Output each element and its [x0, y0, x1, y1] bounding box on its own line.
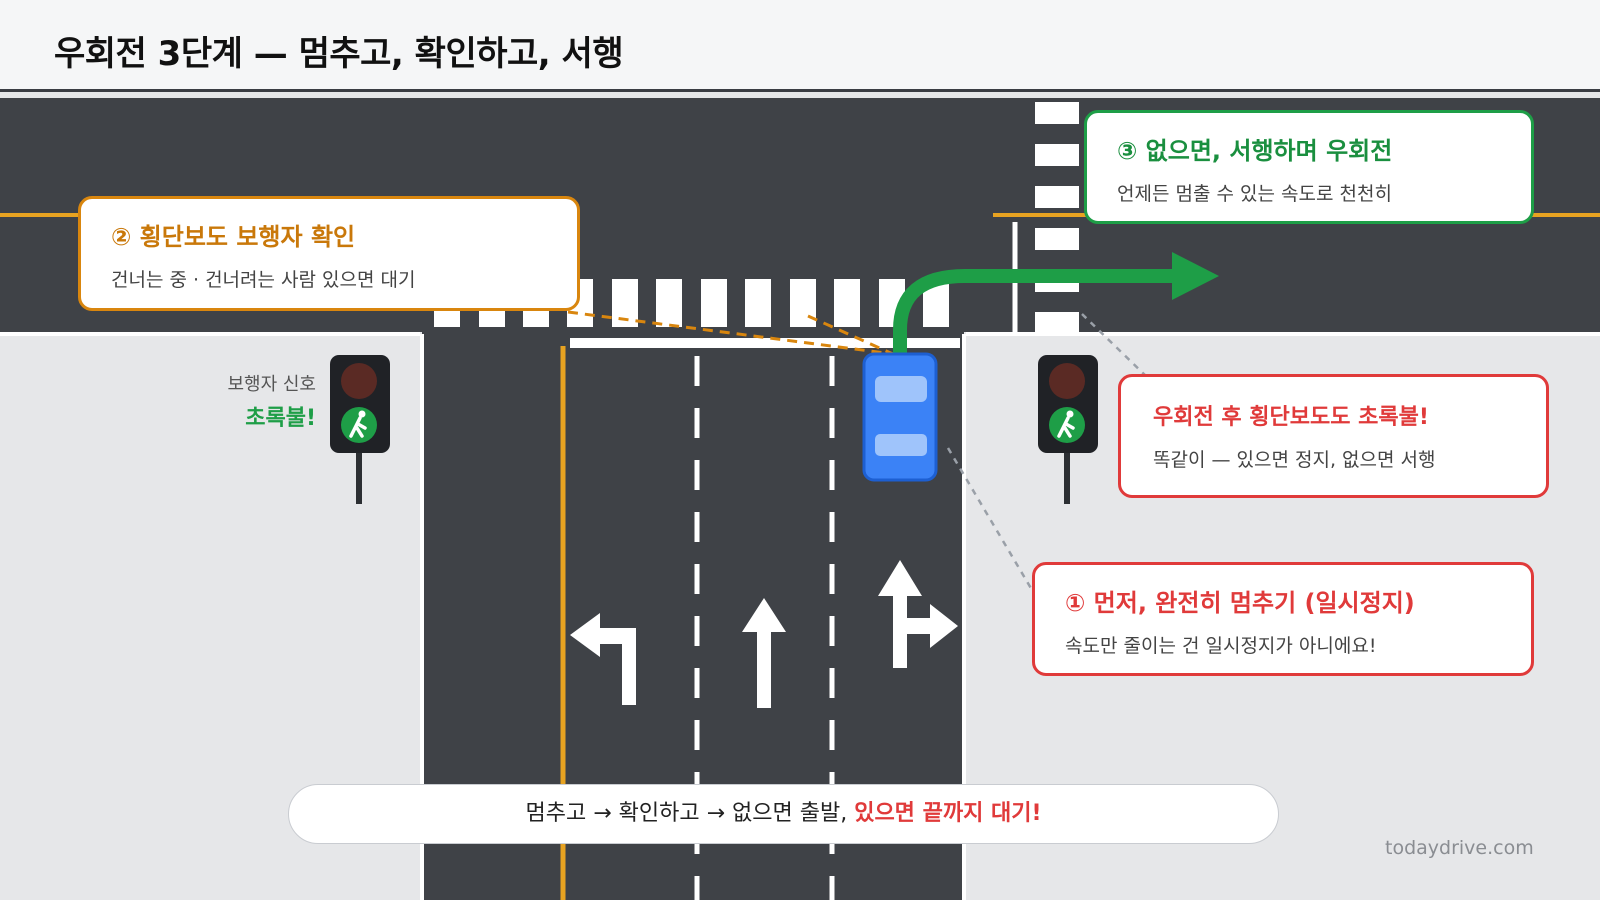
straight-right-arrow-icon [878, 560, 958, 668]
callout-step1: ① 먼저, 완전히 멈추기 (일시정지) 속도만 줄이는 건 일시정지가 아니에… [1032, 562, 1534, 676]
car-icon [862, 352, 938, 482]
pedestrian-signal-state: 초록불! [245, 406, 316, 431]
header-bar: 우회전 3단계 — 멈추고, 확인하고, 서행 [0, 0, 1600, 92]
pedestrian-signal-label: 보행자 신호 초록불! [227, 370, 316, 432]
leader-line-after [1081, 313, 1149, 379]
callout-step3-title: ③ 없으면, 서행하며 우회전 [1117, 137, 1393, 165]
crosswalk-east [1035, 102, 1079, 332]
callout-step3: ③ 없으면, 서행하며 우회전 언제든 멈출 수 있는 속도로 천천히 [1084, 110, 1534, 224]
callout-step1-title: ① 먼저, 완전히 멈추기 (일시정지) [1065, 589, 1415, 617]
page-title: 우회전 3단계 — 멈추고, 확인하고, 서행 [54, 34, 624, 74]
left-turn-arrow-icon [570, 613, 636, 705]
pedestrian-signal-label-text: 보행자 신호 [227, 374, 316, 395]
pedestrian-walk-icon [349, 410, 367, 438]
callout-step3-desc: 언제든 멈출 수 있는 속도로 천천히 [1117, 183, 1392, 205]
callout-step1-desc: 속도만 줄이는 건 일시정지가 아니에요! [1065, 635, 1377, 657]
watermark: todaydrive.com [1385, 837, 1534, 859]
right-turn-arrow-head-icon [1172, 252, 1219, 300]
stop-line [570, 338, 960, 348]
pedestrian-walk-icon [1057, 410, 1075, 438]
leader-line-step2 [567, 310, 894, 356]
right-turn-path [893, 269, 1182, 361]
callout-step2-desc: 건너는 중 · 건너려는 사람 있으면 대기 [111, 269, 416, 291]
leader-line-step1 [946, 447, 1034, 591]
callout-after-turn-title: 우회전 후 횡단보도도 초록불! [1153, 405, 1429, 430]
pedestrian-signal-right [1038, 355, 1098, 504]
summary-banner: 멈추고 → 확인하고 → 없으면 출발, 있으면 끝까지 대기! [288, 784, 1279, 844]
summary-banner-emphasis: 있으면 끝까지 대기! [854, 801, 1042, 826]
callout-after-turn-desc: 똑같이 — 있으면 정지, 없으면 서행 [1153, 449, 1436, 471]
callout-step2-title: ② 횡단보도 보행자 확인 [111, 223, 356, 251]
callout-after-turn: 우회전 후 횡단보도도 초록불! 똑같이 — 있으면 정지, 없으면 서행 [1118, 374, 1549, 498]
leader-line-step2b [807, 314, 894, 356]
summary-banner-text: 멈추고 → 확인하고 → 없으면 출발, [525, 801, 855, 826]
callout-step2: ② 횡단보도 보행자 확인 건너는 중 · 건너려는 사람 있으면 대기 [78, 196, 580, 311]
straight-arrow-icon [742, 598, 786, 708]
pedestrian-signal-left [330, 355, 390, 504]
